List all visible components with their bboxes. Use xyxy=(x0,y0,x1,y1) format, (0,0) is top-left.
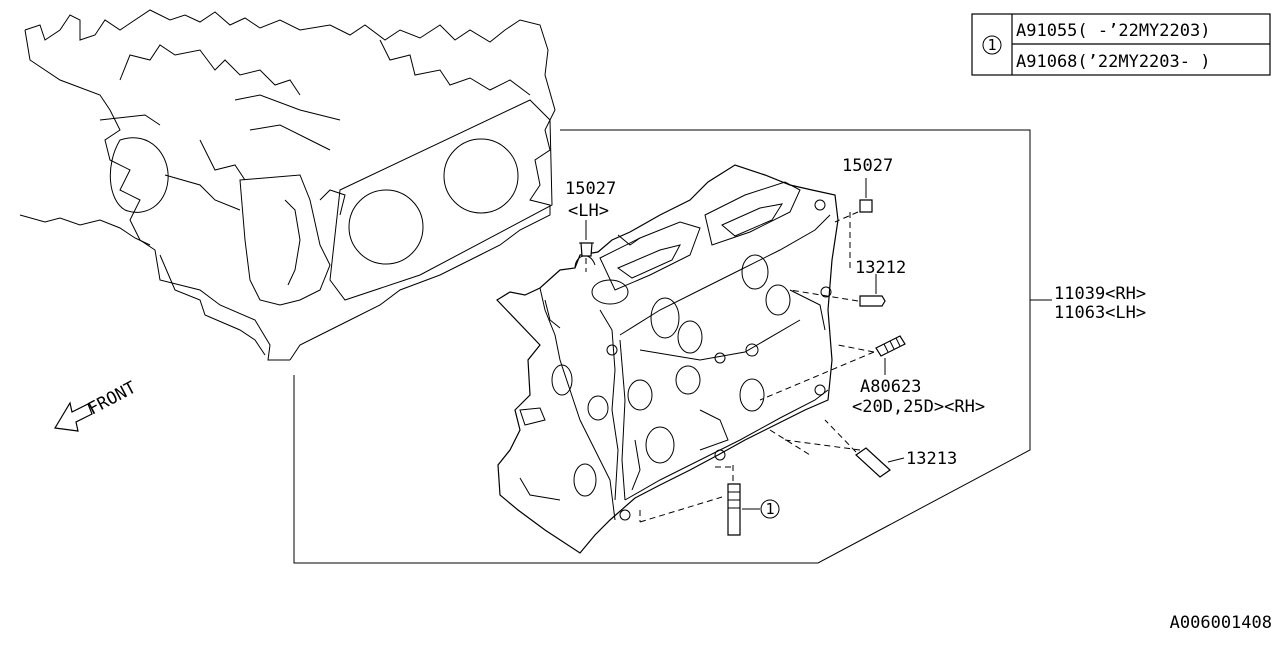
valve-guide-part: 1 xyxy=(639,465,780,536)
cylinder-bore-2 xyxy=(443,138,519,214)
dowel-lower-part xyxy=(769,419,905,478)
legend-table: 1 A91055( -’22MY2203) A91068(’22MY2203- … xyxy=(971,13,1271,76)
callout-head-lh: 11063<LH> xyxy=(1054,303,1146,323)
front-arrow-icon xyxy=(54,401,93,432)
callout-dowel-lower: 13213 xyxy=(906,449,957,469)
cylinder-bore-1 xyxy=(348,189,424,265)
engine-block-drawing xyxy=(19,9,556,361)
stud-part xyxy=(759,335,906,401)
front-indicator: FRONT xyxy=(54,378,140,432)
legend-symbol-circle xyxy=(982,35,1002,55)
callout-dowel-upper: 13212 xyxy=(855,258,906,278)
guide-ref-circle xyxy=(760,499,780,519)
callout-stud-code: A80623 xyxy=(860,377,921,397)
legend-row-2: A91068(’22MY2203- ) xyxy=(1016,52,1210,72)
cylinder-head-drawing xyxy=(496,164,839,554)
diagram-id: A006001408 xyxy=(1170,613,1272,633)
front-label: FRONT xyxy=(85,378,140,420)
legend-row-1: A91055( -’22MY2203) xyxy=(1016,21,1210,41)
legend-symbol: 1 xyxy=(987,36,996,54)
plug-rh-part xyxy=(834,178,873,223)
callout-stud-note: <20D,25D><RH> xyxy=(852,397,985,417)
callout-plug-rh: 15027 xyxy=(842,156,893,176)
callout-plug-lh-code: 15027 xyxy=(565,179,616,199)
dowel-upper-part xyxy=(789,212,886,307)
callout-head-rh: 11039<RH> xyxy=(1054,284,1146,304)
callout-plug-lh-side: <LH> xyxy=(568,201,609,221)
plug-lh-part xyxy=(579,220,594,272)
assembly-frame xyxy=(293,129,1031,564)
guide-ref-label: 1 xyxy=(765,500,774,518)
